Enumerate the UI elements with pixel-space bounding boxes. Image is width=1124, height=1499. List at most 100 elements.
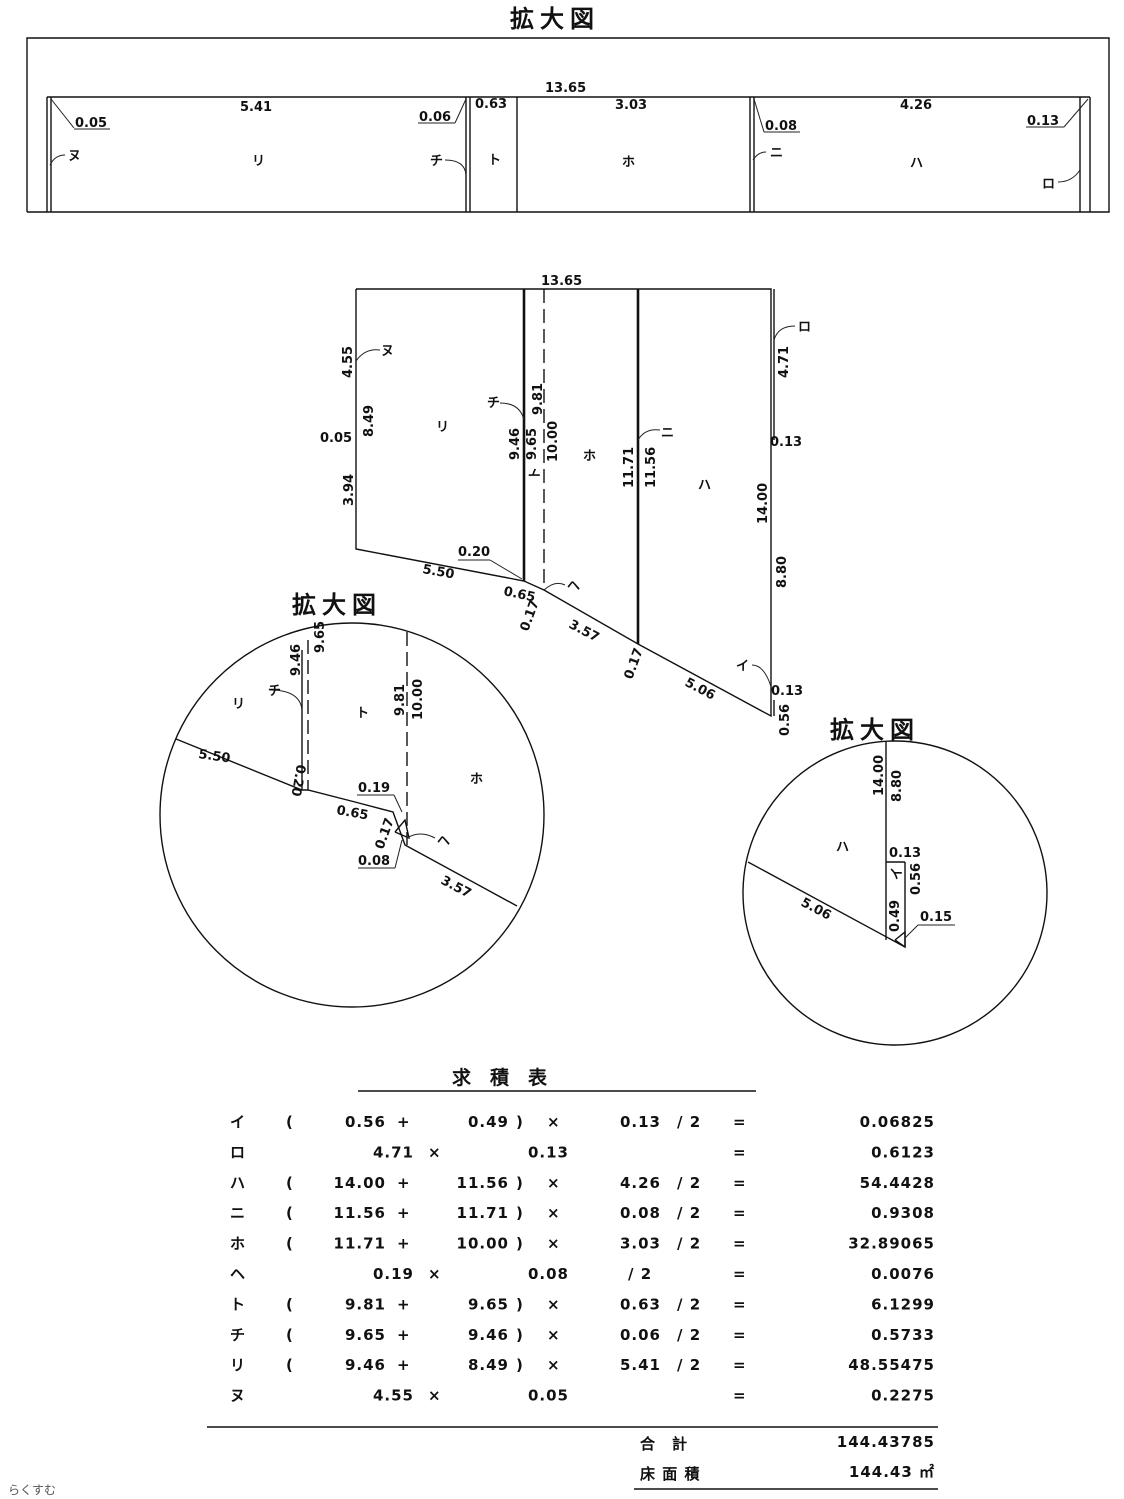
equals-sign: = [733, 1113, 747, 1131]
circle-left-dim: 5.50 [197, 747, 231, 766]
left-enlarged-circle [159, 622, 545, 1008]
strip-label: リ [252, 154, 265, 169]
row-label: ヌ [230, 1387, 246, 1405]
circle-right-dim: 5.06 [798, 895, 833, 923]
plan-dim: 9.46 [508, 428, 523, 460]
strip-dim: 3.03 [615, 98, 647, 113]
plan-dim: 0.56 [778, 704, 793, 736]
operand-a: 9.46 [345, 1356, 386, 1374]
plan-dim: 0.20 [458, 545, 490, 560]
plan-dim: 3.57 [566, 617, 601, 645]
circle-left-dim: 3.57 [438, 873, 473, 901]
plan-label: ニ [661, 426, 674, 441]
divide-by-two: / 2 [628, 1265, 652, 1283]
floor-area-value: 144.43 ㎡ [849, 1463, 935, 1481]
strip-label: ヌ [68, 149, 81, 164]
plan-dim: 9.65 [525, 428, 540, 460]
plan-dim: 5.06 [682, 675, 717, 703]
row-result: 48.55475 [848, 1356, 935, 1374]
floor-area-label: 床 面 積 [640, 1465, 700, 1483]
equals-sign: = [733, 1356, 747, 1374]
operand-c: 5.41 [620, 1356, 661, 1374]
divide-by-two: / 2 [677, 1295, 701, 1313]
times-sign: × [428, 1387, 442, 1405]
plus-sign: + [397, 1326, 411, 1344]
divide-by-two: / 2 [677, 1113, 701, 1131]
open-paren: ( [286, 1204, 294, 1222]
operand-a: 14.00 [334, 1174, 386, 1192]
plan-label: ハ [698, 478, 711, 493]
right-enlarged-circle [742, 740, 1048, 1046]
operand-a: 0.56 [345, 1113, 386, 1131]
strip-dim: 4.26 [900, 98, 932, 113]
floor-plan [355, 288, 796, 718]
row-label: ト [230, 1295, 246, 1313]
plan-label: ヘ [567, 579, 580, 594]
strip-dim: 0.05 [75, 116, 107, 131]
plus-sign: + [397, 1356, 411, 1374]
plan-dim: 0.17 [518, 598, 543, 633]
circle-left-label: リ [232, 697, 245, 712]
right-enlarged-title: 拡大図 [830, 716, 920, 744]
row-label: イ [230, 1113, 246, 1131]
plan-label: ト [528, 467, 543, 480]
circle-left-label: ト [356, 706, 369, 721]
row-label: ハ [230, 1174, 246, 1192]
strip-dim: 5.41 [240, 100, 272, 115]
strip-dim: 0.06 [419, 110, 451, 125]
times-sign: × [547, 1356, 561, 1374]
strip-label: ロ [1042, 177, 1055, 192]
row-label: ヘ [230, 1265, 246, 1283]
equals-sign: = [733, 1235, 747, 1253]
operand-a: 4.71 [373, 1143, 414, 1161]
plan-label: チ [487, 396, 500, 411]
strip-label: ホ [622, 155, 635, 170]
divide-by-two: / 2 [677, 1356, 701, 1374]
operand-a: 0.19 [373, 1265, 414, 1283]
divide-by-two: / 2 [677, 1326, 701, 1344]
strip-total-dim: 13.65 [545, 81, 586, 96]
enlarged-strip [26, 37, 1110, 213]
operand-a: 9.81 [345, 1295, 386, 1313]
row-label: ロ [230, 1143, 246, 1161]
plan-dim: 9.81 [531, 383, 546, 415]
row-result: 6.1299 [871, 1295, 935, 1313]
circle-left-label: ヘ [437, 834, 450, 849]
times-sign: × [547, 1174, 561, 1192]
equals-sign: = [733, 1265, 747, 1283]
circle-left-dim: 9.46 [289, 644, 304, 676]
row-result: 0.0076 [871, 1265, 935, 1283]
total-label: 合 計 [639, 1435, 688, 1453]
plan-label: リ [436, 420, 449, 435]
circle-left-dim: 9.81 [393, 684, 408, 716]
circle-left-dim: 10.00 [411, 679, 426, 720]
circle-left-dim: 0.19 [358, 781, 390, 796]
operand-c: 0.13 [620, 1113, 661, 1131]
open-paren: ( [286, 1113, 294, 1131]
plan-dim: 3.94 [342, 474, 357, 506]
row-result: 0.9308 [871, 1204, 935, 1222]
circle-left-dim: 0.65 [335, 803, 369, 823]
plan-dim: 0.05 [320, 431, 352, 446]
operand-b: 0.49 [468, 1113, 509, 1131]
operand-c: 0.06 [620, 1326, 661, 1344]
plan-dim: 11.56 [644, 447, 659, 488]
row-result: 0.6123 [871, 1143, 935, 1161]
close-paren: ) [516, 1326, 524, 1344]
divide-by-two: / 2 [677, 1235, 701, 1253]
row-result: 32.89065 [848, 1235, 935, 1253]
watermark-logo: らくすむ [8, 1483, 56, 1497]
operand-b: 0.05 [528, 1387, 569, 1405]
equals-sign: = [733, 1174, 747, 1192]
row-label: チ [230, 1326, 246, 1344]
strip-label: ニ [770, 146, 783, 161]
times-sign: × [547, 1295, 561, 1313]
plan-dim: 8.49 [362, 405, 377, 437]
operand-a: 4.55 [373, 1387, 414, 1405]
times-sign: × [547, 1326, 561, 1344]
operand-c: 3.03 [620, 1235, 661, 1253]
close-paren: ) [516, 1295, 524, 1313]
open-paren: ( [286, 1356, 294, 1374]
strip-dim: 0.08 [765, 119, 797, 134]
